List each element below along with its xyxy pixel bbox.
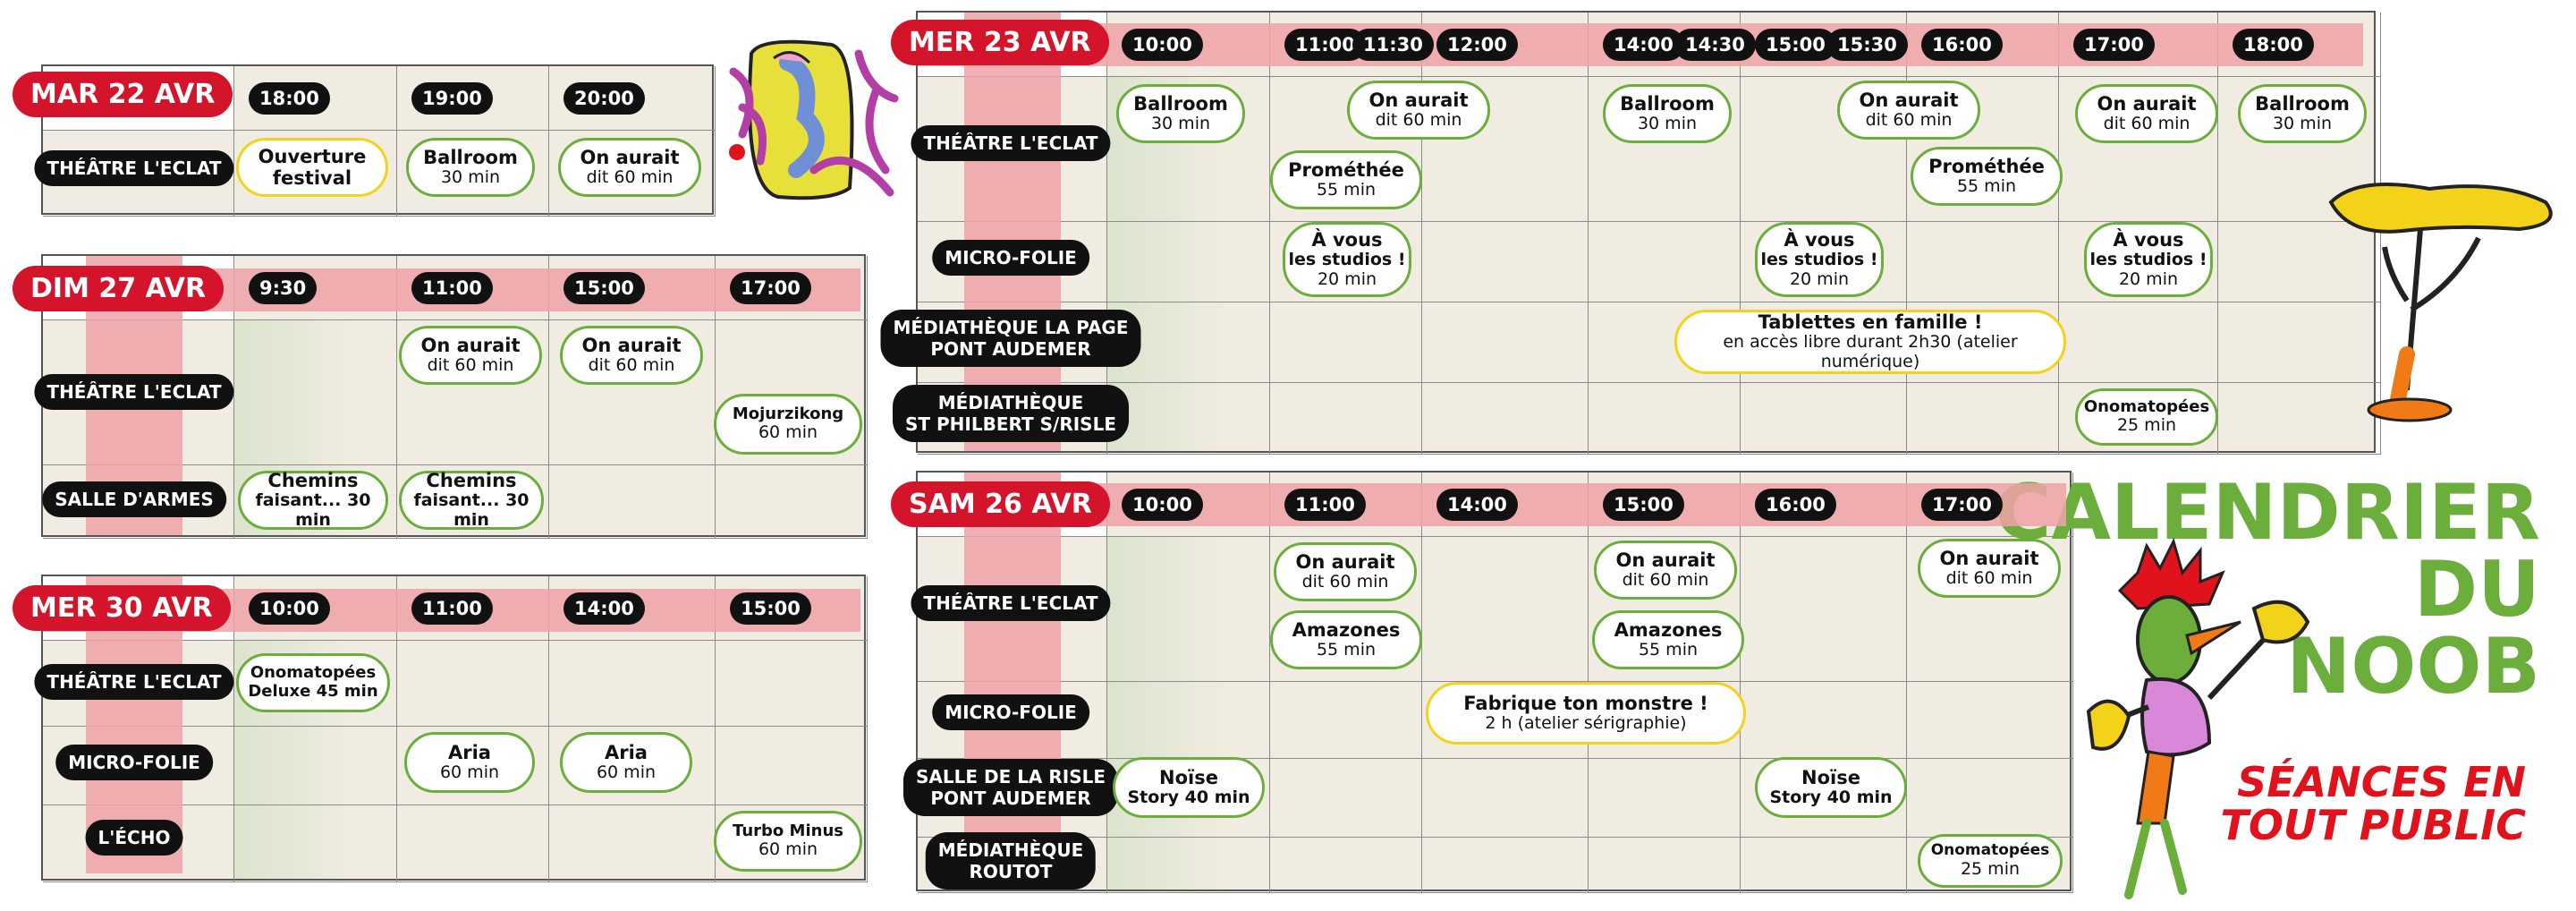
event-card[interactable]: On aurait dit 60 min: [399, 326, 542, 385]
date-pill: MAR 22 AVR: [13, 72, 233, 117]
venue-label: L'ÉCHO: [85, 820, 183, 856]
event-card[interactable]: On aurait dit 60 min: [1837, 81, 1980, 140]
time-pill: 16:00: [1921, 28, 2003, 61]
event-card[interactable]: Ballroom 30 min: [406, 138, 535, 197]
time-pill: 15:00: [1603, 488, 1684, 521]
venue-label: MICRO-FOLIE: [932, 240, 1089, 276]
time-pill: 14:00: [1436, 488, 1518, 521]
event-card[interactable]: Tablettes en famille ! en accès libre du…: [1674, 310, 2066, 374]
event-card[interactable]: Ouverture festival: [236, 138, 388, 197]
time-pill: 15:00: [564, 271, 645, 304]
time-pill: 10:00: [1122, 488, 1203, 521]
event-card[interactable]: Onomatopées Deluxe 45 min: [236, 653, 390, 712]
venue-label: SALLE D'ARMES: [42, 481, 226, 517]
tree-illustration: [2328, 183, 2553, 422]
time-pill: 17:00: [730, 271, 811, 304]
time-pill: 14:30: [1674, 28, 1756, 61]
time-pill: 19:00: [411, 81, 493, 115]
event-card[interactable]: On aurait dit 60 min: [1347, 81, 1490, 140]
event-card[interactable]: Onomatopées 25 min: [1918, 834, 2063, 888]
event-card[interactable]: Aria 60 min: [404, 732, 535, 793]
event-card[interactable]: Ballroom 30 min: [1116, 84, 1245, 143]
event-card[interactable]: Noïse Story 40 min: [1755, 757, 1907, 818]
date-pill: MER 23 AVR: [891, 20, 1109, 65]
monster-illustration-bottom: [2086, 537, 2310, 899]
time-pill: 15:00: [1755, 28, 1836, 61]
event-card[interactable]: À vous les studios ! 20 min: [1755, 222, 1884, 297]
time-pill: 17:00: [2073, 28, 2155, 61]
event-card[interactable]: On aurait dit 60 min: [560, 326, 703, 385]
event-card[interactable]: Aria 60 min: [560, 732, 692, 793]
event-card[interactable]: Chemins faisant... 30 min: [238, 470, 388, 530]
time-pill: 16:00: [1755, 488, 1836, 521]
time-pill: 10:00: [249, 592, 330, 625]
event-card[interactable]: On aurait dit 60 min: [1594, 541, 1737, 600]
date-pill: SAM 26 AVR: [891, 481, 1110, 527]
page-title: CALENDRIER DU NOOB: [1995, 468, 2540, 711]
time-pill: 20:00: [564, 81, 645, 115]
monster-illustration-top: [729, 39, 899, 200]
time-pill: 15:00: [730, 592, 811, 625]
event-card[interactable]: Turbo Minus 60 min: [714, 811, 862, 872]
venue-label: THÉÂTRE L'ECLAT: [34, 374, 234, 410]
event-card[interactable]: À vous les studios ! 20 min: [2084, 222, 2213, 297]
venue-label: MÉDIATHÈQUE LA PAGE PONT AUDEMER: [880, 310, 1141, 367]
time-pill: 12:00: [1436, 28, 1518, 61]
time-pill: 18:00: [249, 81, 330, 115]
time-pill: 11:00: [411, 592, 493, 625]
venue-label: SALLE DE LA RISLE PONT AUDEMER: [902, 759, 1119, 816]
event-card[interactable]: On aurait dit 60 min: [1918, 539, 2061, 598]
venue-label: MÉDIATHÈQUE ROUTOT: [925, 832, 1097, 890]
event-card[interactable]: On aurait dit 60 min: [1274, 542, 1417, 601]
time-pill: 17:00: [1921, 488, 2003, 521]
event-card[interactable]: Amazones 55 min: [1592, 610, 1744, 669]
venue-label: THÉÂTRE L'ECLAT: [911, 125, 1111, 161]
event-card[interactable]: Ballroom 30 min: [1603, 84, 1732, 143]
time-pill: 11:00: [411, 271, 493, 304]
event-card[interactable]: Prométhée 55 min: [1270, 150, 1422, 209]
date-pill: DIM 27 AVR: [13, 266, 225, 311]
event-card[interactable]: Amazones 55 min: [1270, 610, 1422, 669]
venue-label: MICRO-FOLIE: [932, 694, 1089, 730]
event-card[interactable]: On aurait dit 60 min: [2075, 84, 2218, 143]
event-card[interactable]: À vous les studios ! 20 min: [1283, 222, 1411, 297]
time-pill: 18:00: [2233, 28, 2314, 61]
time-pill: 9:30: [249, 271, 318, 304]
event-card[interactable]: Onomatopées 25 min: [2075, 388, 2218, 446]
venue-label: THÉÂTRE L'ECLAT: [911, 585, 1111, 621]
time-pill: 14:00: [1603, 28, 1684, 61]
event-card[interactable]: Noïse Story 40 min: [1113, 757, 1265, 818]
time-pill: 10:00: [1122, 28, 1203, 61]
event-card[interactable]: Prométhée 55 min: [1911, 147, 2063, 206]
time-pill: 11:30: [1352, 28, 1434, 61]
time-pill: 11:00: [1284, 488, 1366, 521]
time-pill: 11:00: [1284, 28, 1366, 61]
event-card[interactable]: Chemins faisant... 30 min: [399, 470, 544, 530]
event-card[interactable]: Fabrique ton monstre ! 2 h (atelier séri…: [1426, 682, 1746, 745]
venue-label: THÉÂTRE L'ECLAT: [34, 664, 234, 700]
date-pill: MER 30 AVR: [13, 585, 231, 631]
event-card[interactable]: Mojurzikong 60 min: [714, 394, 862, 455]
venue-label: MÉDIATHÈQUE ST PHILBERT S/RISLE: [893, 385, 1129, 442]
page-subtitle: SÉANCES EN TOUT PUBLIC: [2220, 758, 2526, 850]
time-pill: 15:30: [1826, 28, 1908, 61]
event-card[interactable]: On aurait dit 60 min: [558, 138, 701, 197]
venue-label: THÉÂTRE L'ECLAT: [34, 150, 234, 186]
event-card[interactable]: Ballroom 30 min: [2238, 84, 2367, 143]
time-pill: 14:00: [564, 592, 645, 625]
venue-label: MICRO-FOLIE: [55, 745, 213, 780]
